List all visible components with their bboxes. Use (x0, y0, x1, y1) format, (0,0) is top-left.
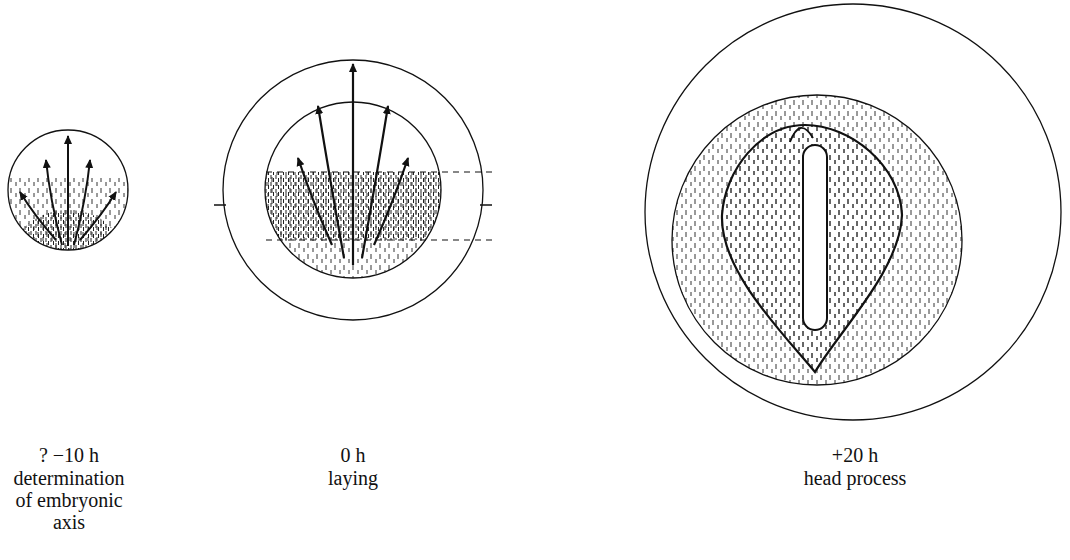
stippling (670, 95, 965, 390)
area-pellucida-outline (722, 125, 902, 372)
blastoderm-circle (672, 95, 962, 385)
caption-text: laying (253, 467, 453, 489)
dashed-lines (266, 172, 492, 240)
movement-arrows (298, 64, 408, 265)
head-process (790, 128, 813, 142)
blastoderm-circle (8, 130, 128, 250)
caption-text: ? −10 h (3, 444, 135, 466)
caption-text: head process (745, 467, 965, 489)
stippling (260, 172, 450, 292)
egg-outer-circle (223, 60, 483, 320)
movement-arrows (20, 136, 116, 246)
stippling (715, 120, 910, 380)
egg-outer-circle (645, 4, 1061, 420)
caption-text: determination of embryonic axis (3, 467, 135, 533)
primitive-streak (803, 145, 827, 330)
caption-text: 0 h (253, 444, 453, 466)
stippling (0, 178, 140, 300)
caption-text: +20 h (745, 444, 965, 466)
